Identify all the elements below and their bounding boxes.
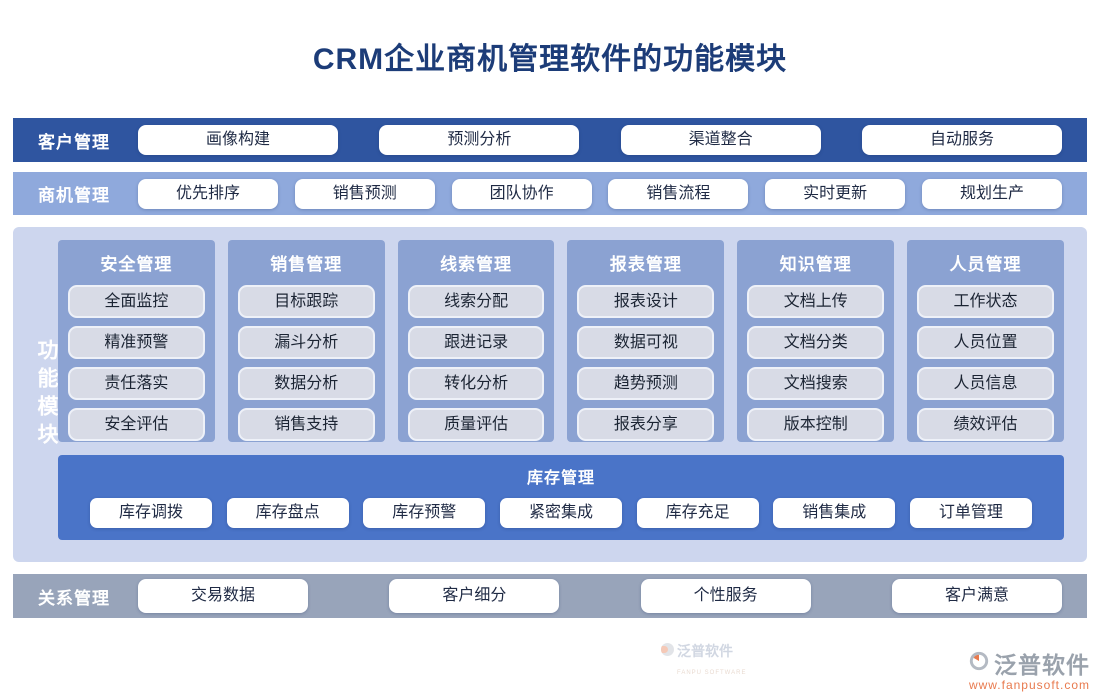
opportunity-item-planning: 规划生产 [921,178,1062,209]
column-item: 数据分析 [237,367,375,400]
column-item: 安全评估 [68,408,205,441]
column-knowledge: 知识管理 文档上传 文档分类 文档搜索 版本控制 [737,240,895,442]
column-item: 报表设计 [577,285,715,318]
column-item: 绩效评估 [917,408,1054,441]
column-item: 数据可视 [577,326,715,359]
column-item: 人员位置 [917,326,1054,359]
column-item: 销售支持 [237,408,375,441]
opportunity-item-salesforecast: 销售预测 [294,178,435,209]
panel-side-label: 功能模块 [35,338,58,451]
column-item: 精准预警 [68,326,205,359]
column-item: 工作状态 [917,285,1054,318]
column-item: 漏斗分析 [237,326,375,359]
column-item: 趋势预测 [577,367,715,400]
column-header: 销售管理 [270,255,343,274]
relation-item-satisfaction: 客户满意 [891,579,1062,613]
column-item: 全面监控 [68,285,205,318]
column-item: 文档上传 [747,285,885,318]
column-item: 文档搜索 [747,367,885,400]
customer-item-autoservice: 自动服务 [861,125,1062,155]
inventory-header: 库存管理 [526,470,595,487]
inventory-item-integration: 紧密集成 [499,498,622,528]
column-item: 人员信息 [917,367,1054,400]
opportunity-management-bar: 商机管理 优先排序 销售预测 团队协作 销售流程 实时更新 规划生产 [13,172,1087,215]
customer-item-forecast: 预测分析 [379,125,580,155]
column-item: 责任落实 [68,367,205,400]
module-columns: 安全管理 全面监控 精准预警 责任落实 安全评估 销售管理 目标跟踪 漏斗分析 … [58,240,1064,442]
opportunity-item-priority: 优先排序 [138,178,278,209]
column-reports: 报表管理 报表设计 数据可视 趋势预测 报表分享 [567,240,725,442]
customer-bar-label: 客户管理 [38,132,110,152]
customer-item-portrait: 画像构建 [138,125,338,155]
customer-management-bar: 客户管理 画像构建 预测分析 渠道整合 自动服务 [13,118,1087,162]
relation-item-transactions: 交易数据 [138,579,308,613]
column-item: 版本控制 [747,408,885,441]
footer-brand: 泛普软件 www.fanpusoft.com [968,646,1090,692]
column-header: 安全管理 [100,255,173,274]
opportunity-item-teamwork: 团队协作 [451,178,592,209]
brand-name: 泛普软件 [994,652,1090,678]
relation-item-segmentation: 客户细分 [389,579,560,613]
relation-bar-label: 关系管理 [38,588,110,608]
inventory-item-transfer: 库存调拨 [90,498,212,528]
column-sales: 销售管理 目标跟踪 漏斗分析 数据分析 销售支持 [227,240,385,442]
column-item: 跟进记录 [407,326,545,359]
customer-item-channel: 渠道整合 [620,125,821,155]
column-header: 线索管理 [440,255,513,274]
column-header: 人员管理 [949,255,1022,274]
inventory-item-salesintegration: 销售集成 [773,498,896,528]
fanpu-logo-icon [968,650,990,677]
opportunity-bar-items: 优先排序 销售预测 团队协作 销售流程 实时更新 规划生产 [138,178,1062,209]
inventory-item-warning: 库存预警 [363,498,486,528]
column-item: 线索分配 [407,285,545,318]
column-leads: 线索管理 线索分配 跟进记录 转化分析 质量评估 [397,240,555,442]
column-item: 转化分析 [407,367,545,400]
column-header: 知识管理 [779,255,852,274]
opportunity-item-realtime: 实时更新 [765,178,906,209]
column-item: 报表分享 [577,408,715,441]
function-module-panel: 功能模块 安全管理 全面监控 精准预警 责任落实 安全评估 销售管理 目标跟踪 … [13,227,1087,676]
inventory-management-box: 库存管理 库存调拨 库存盘点 库存预警 紧密集成 库存充足 销售集成 订单管理 [58,455,1064,540]
inventory-item-orders: 订单管理 [909,498,1032,528]
relation-item-personalized: 个性服务 [640,579,811,613]
column-item: 目标跟踪 [237,285,375,318]
page-title: CRM企业商机管理软件的功能模块 [312,43,788,76]
relation-management-bar: 关系管理 交易数据 客户细分 个性服务 客户满意 [13,574,1087,618]
brand-url: www.fanpusoft.com [968,678,1090,692]
column-header: 报表管理 [609,255,682,274]
opportunity-item-salesflow: 销售流程 [608,178,749,209]
customer-bar-items: 画像构建 预测分析 渠道整合 自动服务 [138,125,1062,155]
relation-bar-items: 交易数据 客户细分 个性服务 客户满意 [138,579,1062,613]
inventory-item-stocktake: 库存盘点 [226,498,349,528]
inventory-items: 库存调拨 库存盘点 库存预警 紧密集成 库存充足 销售集成 订单管理 [90,498,1032,528]
column-security: 安全管理 全面监控 精准预警 责任落实 安全评估 [58,240,215,442]
inventory-item-sufficient: 库存充足 [636,498,759,528]
watermark-text: 泛普软件 [677,643,733,659]
column-item: 文档分类 [747,326,885,359]
watermark-subtext: FANPU SOFTWARE [677,670,747,676]
opportunity-bar-label: 商机管理 [38,186,110,205]
column-item: 质量评估 [407,408,545,441]
brand-watermark: 泛普软件 FANPU SOFTWARE [661,643,746,679]
column-personnel: 人员管理 工作状态 人员位置 人员信息 绩效评估 [907,240,1064,442]
watermark-logo-icon [661,643,674,656]
